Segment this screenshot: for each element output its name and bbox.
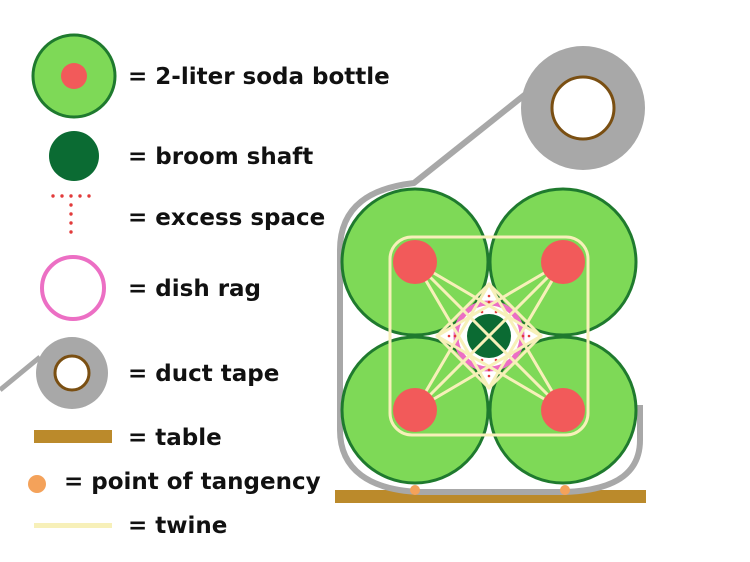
bottle-assembly — [335, 46, 646, 503]
legend-item-point-of-tangency: = point of tangency — [28, 469, 321, 495]
duct-tape-roll-core — [550, 75, 616, 141]
legend-label-point-of-tangency: = point of tangency — [64, 469, 321, 495]
duct-tape-wrap — [337, 90, 643, 495]
duct-tape-core-icon — [53, 354, 91, 392]
legend-label-duct-tape: = duct tape — [128, 361, 279, 387]
tangency-point-right — [560, 485, 570, 495]
legend-item-broom-shaft: = broom shaft — [49, 131, 313, 181]
bottle-cap-bottom-left — [393, 388, 437, 432]
tangency-point-icon — [28, 475, 46, 493]
duct-tape-strip — [0, 355, 42, 392]
bottle-cap-icon — [61, 63, 87, 89]
twine-square — [388, 235, 590, 437]
excess-space-icon — [51, 194, 91, 234]
legend-label-table: = table — [128, 425, 222, 451]
tangency-point-left — [410, 485, 420, 495]
bottle-cap-top-right — [541, 240, 585, 284]
bottle-cap-top-left — [393, 240, 437, 284]
legend-item-excess-space: = excess space — [51, 194, 325, 234]
legend-label-dish-rag: = dish rag — [128, 276, 261, 302]
bottle-cap-bottom-right — [541, 388, 585, 432]
legend-label-excess-space: = excess space — [128, 205, 325, 231]
legend-item-soda-bottle: = 2-liter soda bottle — [31, 33, 390, 119]
twine-icon — [34, 523, 112, 528]
legend-item-twine: = twine — [34, 513, 227, 539]
legend-label-soda-bottle: = 2-liter soda bottle — [128, 64, 390, 90]
broom-shaft-icon — [49, 131, 99, 181]
dish-rag-icon — [40, 255, 106, 321]
legend-item-duct-tape: = duct tape — [0, 337, 279, 409]
legend-label-twine: = twine — [128, 513, 227, 539]
table-icon — [34, 430, 112, 443]
twine-lines — [388, 235, 590, 437]
legend-item-table: = table — [34, 425, 222, 451]
legend-label-broom-shaft: = broom shaft — [128, 144, 313, 170]
legend-item-dish-rag: = dish rag — [40, 255, 261, 321]
